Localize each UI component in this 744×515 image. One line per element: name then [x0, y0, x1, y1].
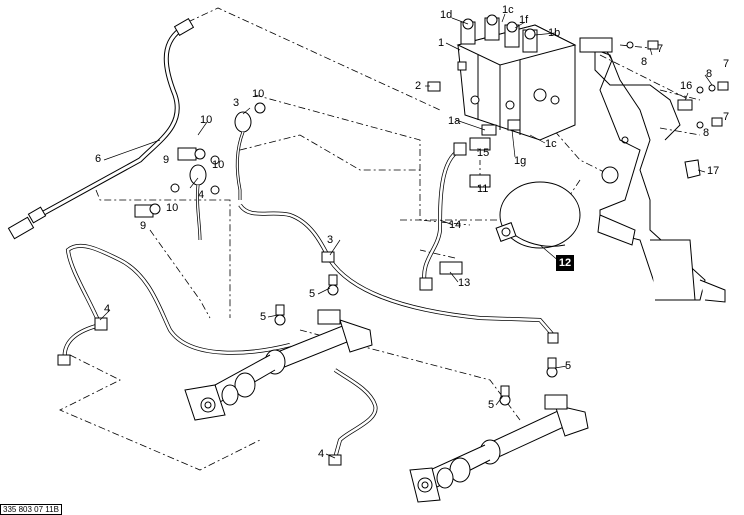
callout-17: 17: [707, 165, 720, 177]
callout-13: 13: [458, 277, 471, 289]
callout-1a: 1a: [448, 115, 461, 127]
callout-4-bottom: 4: [318, 448, 325, 460]
hose-4-left: [57, 243, 291, 366]
callout-3-upper: 3: [233, 97, 240, 109]
callout-6: 6: [95, 153, 102, 165]
hose-6: [7, 17, 195, 240]
reference-code: 335 803 07 11B: [0, 504, 62, 515]
callout-10-d: 10: [166, 202, 179, 214]
hose-3: [238, 203, 559, 344]
callout-7-a: 7: [657, 43, 664, 55]
callout-11: 11: [477, 183, 489, 195]
callout-1c-bottom: 1c: [545, 138, 557, 150]
control-valve-block: [427, 14, 577, 141]
small-parts-right: [579, 37, 729, 179]
callout-12-boxed: 12: [556, 255, 574, 271]
callout-1f: 1f: [519, 14, 529, 26]
hose-14: [419, 142, 467, 291]
callout-4-left: 4: [104, 303, 111, 315]
callout-5-b: 5: [260, 311, 267, 323]
cylinder-right: [409, 357, 589, 503]
fittings-upper-left: [134, 102, 266, 241]
assembly-dash-lines: [59, 7, 701, 471]
callout-4-upper: 4: [198, 189, 205, 201]
callout-5-c: 5: [565, 360, 572, 372]
callout-9-b: 9: [140, 220, 147, 232]
callout-14: 14: [449, 219, 462, 231]
callout-5-a: 5: [309, 288, 316, 300]
callout-10-b: 10: [200, 114, 213, 126]
mounting-bracket: [580, 39, 726, 303]
callout-8-b: 8: [706, 68, 713, 80]
callout-1: 1: [438, 37, 445, 49]
callout-7-b: 7: [723, 58, 730, 70]
callout-9-a: 9: [163, 154, 170, 166]
callout-10-c: 10: [212, 159, 225, 171]
callout-8-c: 8: [703, 127, 710, 139]
callout-1d: 1d: [440, 9, 453, 21]
callout-3-lower: 3: [327, 234, 334, 246]
callout-1c-top: 1c: [502, 4, 514, 16]
callout-2: 2: [415, 80, 422, 92]
callout-15: 15: [477, 147, 490, 159]
callout-1g: 1g: [514, 155, 527, 167]
fittings-center: [439, 137, 491, 275]
accumulator-12: [495, 181, 581, 249]
callout-10-a: 10: [252, 88, 265, 100]
cylinder-left: [184, 274, 373, 421]
callout-16: 16: [680, 80, 693, 92]
hose-4-bottom: [328, 368, 378, 466]
callout-1b: 1b: [548, 27, 561, 39]
callout-7-c: 7: [723, 111, 730, 123]
callout-5-d: 5: [488, 399, 495, 411]
callout-8-a: 8: [641, 56, 648, 68]
